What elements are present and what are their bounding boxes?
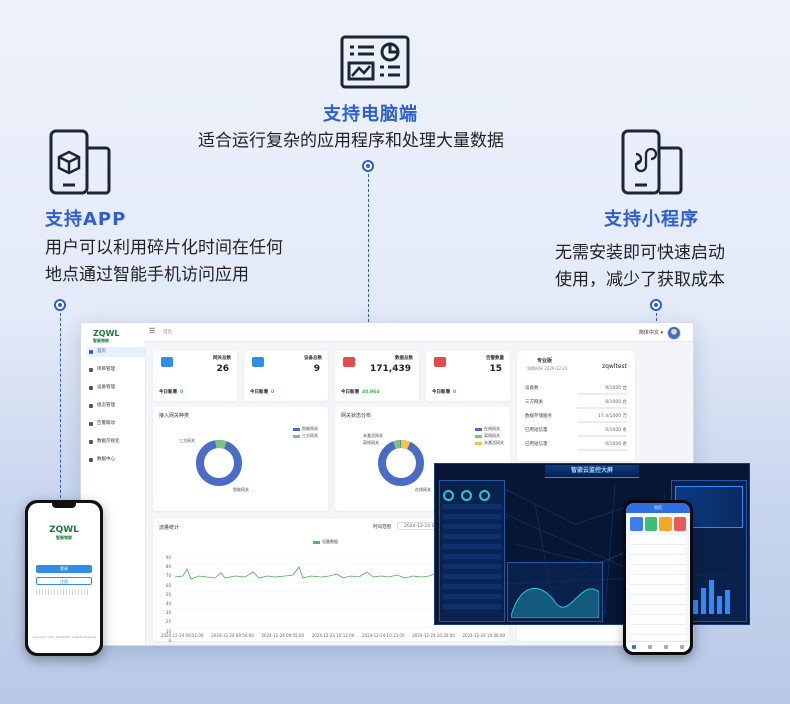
panel-title: 流量统计: [159, 525, 180, 531]
gateway-type-panel: 接入网关种类 智能网关 三方网关 三方网关 智能网关: [153, 407, 328, 511]
traffic-legend: 设备数据: [313, 539, 338, 545]
miniprogram-connector-dot: [650, 299, 662, 311]
bigscreen-table: [443, 504, 501, 614]
breadcrumb: 首页: [163, 330, 172, 335]
phone-notch: [52, 503, 76, 508]
panel-title: 接入网关种类: [159, 413, 190, 419]
time-range-label: 时间范围: [373, 525, 391, 530]
miniprogram-feature-desc-2: 使用，减少了获取成本: [555, 270, 725, 290]
copyright-text: Copyright © 2017-2024 ZQWL. All Rights R…: [32, 636, 96, 639]
gateway-cube-icon: [161, 357, 173, 367]
menu-item-scada[interactable]: 组态管理: [87, 401, 145, 411]
panel-title: 网关状态分布: [341, 413, 372, 419]
stat-value: 171,439: [370, 364, 411, 374]
account-expire: 到期时间 2026-12-23: [527, 366, 568, 371]
pc-connector-line: [368, 174, 369, 322]
app-connector-dot: [54, 299, 66, 311]
monitoring-bigscreen: 智嵌云监控大屏: [434, 463, 750, 625]
language-select[interactable]: 简体中文 ▾: [638, 330, 663, 336]
smartphone-miniprogram-icon: [621, 129, 683, 195]
login-button[interactable]: 登录: [36, 565, 92, 573]
app-phone-mockup: ZQWL 智嵌物联 登录 注册 Copyright © 2017-2024 ZQ…: [25, 500, 103, 656]
alarm-siren-icon: [434, 357, 446, 367]
menu-toggle-icon[interactable]: ☰: [149, 327, 156, 335]
account-role: 专业版: [537, 358, 553, 364]
avatar[interactable]: [667, 326, 681, 340]
bigscreen-area-chart: [511, 587, 599, 618]
app-connector-line: [60, 313, 61, 503]
app-feature-desc-2: 地点通过智能手机访问应用: [45, 265, 249, 285]
donut-label: 智能网关: [233, 487, 249, 492]
app-logo: ZQWL 智嵌物联: [49, 525, 79, 540]
top-bar: ☰ 首页 简体中文 ▾: [145, 323, 693, 342]
stat-title: 数据总数: [395, 356, 413, 361]
legend: 智能网关 三方网关: [293, 425, 318, 439]
dashboard-monitor-icon: [340, 35, 410, 89]
legend: 在线网关 离线网关 未激活网关: [475, 425, 504, 446]
pc-feature-desc: 适合运行复杂的应用程序和处理大量数据: [198, 131, 504, 151]
gateway-status-donut: [378, 440, 424, 486]
app-feature-desc-1: 用户可以利用碎片化时间在任何: [45, 238, 283, 258]
stat-title: 设备总数: [304, 356, 322, 361]
menu-item-home[interactable]: 首页: [87, 347, 145, 357]
stat-title: 告警数量: [486, 356, 504, 361]
donut-label: 未激活网关: [363, 433, 383, 438]
miniprogram-tabbar: [626, 641, 690, 652]
pc-feature-title: 支持电脑端: [323, 104, 418, 125]
donut-label: 三方网关: [179, 438, 195, 443]
account-username: zqwltest: [601, 363, 627, 370]
donut-label: 离线网关: [363, 440, 379, 445]
miniprogram-header: 首页: [626, 503, 690, 513]
menu-item-visualization[interactable]: 数据可视化: [87, 437, 145, 447]
register-button[interactable]: 注册: [36, 577, 92, 585]
stat-title: 网关总数: [213, 356, 231, 361]
donut-label: 在线网关: [415, 487, 431, 492]
stat-value: 15: [489, 364, 502, 374]
bigscreen-title: 智嵌云监控大屏: [545, 465, 639, 478]
app-feature-title: 支持APP: [45, 209, 127, 230]
menu-item-projects[interactable]: 项目管理: [87, 365, 145, 375]
bigscreen-gauges: [443, 486, 499, 501]
agreement-checkbox[interactable]: [36, 589, 88, 595]
data-chart-icon: [343, 357, 355, 367]
miniprogram-feature-title: 支持小程序: [604, 209, 699, 230]
bigscreen-bottom-panel: [507, 562, 603, 622]
menu-item-devices[interactable]: 设备管理: [87, 383, 145, 393]
smartphone-cube-icon: [49, 129, 111, 195]
stat-value: 9: [313, 364, 320, 374]
miniprogram-list: [630, 535, 686, 640]
stat-value: 26: [216, 364, 229, 374]
miniprogram-stat-tiles: [630, 517, 686, 531]
device-server-icon: [252, 357, 264, 367]
pc-connector-dot: [362, 160, 374, 172]
miniprogram-feature-desc-1: 无需安装即可快速启动: [555, 243, 725, 263]
gateway-type-donut: [196, 440, 242, 486]
menu-item-data-center[interactable]: 数据中心: [87, 455, 145, 465]
menu-item-alarms[interactable]: 告警联动: [87, 419, 145, 429]
miniprogram-phone-mockup: 首页: [623, 500, 693, 655]
